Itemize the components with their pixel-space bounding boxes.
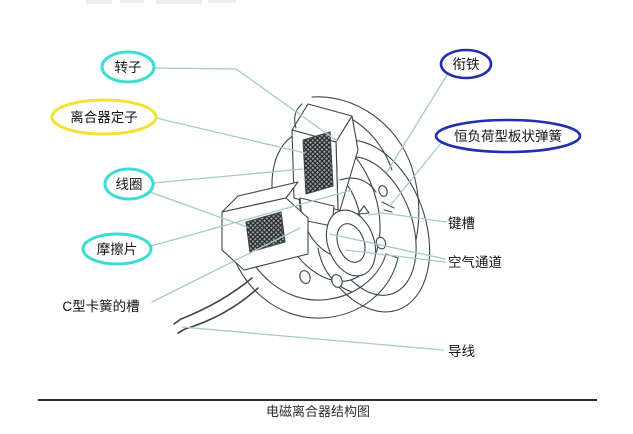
leader-clutch-stator [155, 117, 306, 154]
leader-lines [149, 67, 448, 351]
leader-coil-upper [152, 168, 304, 184]
leader-air-channel-b [345, 249, 446, 263]
label-friction-plate: 摩擦片 [97, 241, 138, 257]
keyway-notch [357, 205, 370, 215]
label-keyway: 键槽 [448, 216, 475, 231]
label-rotor: 转子 [115, 60, 142, 75]
armature-label-ellipse [439, 48, 493, 80]
rotor-rim-arc [311, 96, 420, 241]
plate-spring-label-ellipse [434, 118, 582, 154]
upper-coil-window [302, 131, 334, 195]
leader-keyway [368, 212, 447, 223]
armature-detail-arc [339, 177, 377, 193]
bolt-holes [299, 185, 388, 288]
leader-air-channel-a [329, 233, 446, 260]
armature-detail-arc-lower [317, 247, 353, 293]
leader-coil-lower [149, 191, 248, 228]
caption-text: 电磁离合器结构图 [266, 404, 370, 419]
friction-plate-label-ellipse [81, 232, 153, 266]
lead-wires [173, 277, 259, 334]
label-armature: 衔铁 [453, 57, 480, 72]
cropped-top-text-artifact [86, 0, 236, 4]
clutch-stator-label-ellipse [50, 98, 158, 136]
leader-lead-wire [181, 326, 444, 351]
label-c-ring-groove: C型卡簧的槽 [62, 299, 139, 314]
leader-armature [386, 74, 448, 173]
leaf-spring-tabs [381, 201, 395, 213]
front-flange-outer-arc [227, 239, 399, 319]
rotor-label-ellipse [100, 50, 156, 84]
label-plate-spring: 恒负荷型板状弹簧 [454, 129, 562, 144]
label-coil: 线圈 [116, 177, 143, 192]
leader-friction-plate [150, 189, 353, 247]
labels: 转子 离合器定子 线圈 摩擦片 C型卡簧的槽 衔铁 恒负荷型板状弹簧 键槽 空气… [50, 48, 582, 359]
label-clutch-stator: 离合器定子 [70, 109, 138, 125]
shaft-bore [336, 223, 366, 263]
leader-plate-spring [388, 141, 443, 208]
label-air-channel: 空气通道 [448, 255, 502, 270]
label-lead-wire: 导线 [448, 344, 475, 359]
leader-c-ring-groove [151, 227, 301, 303]
clutch-illustration [173, 96, 431, 334]
coil-label-ellipse [103, 167, 155, 201]
leader-rotor [153, 67, 338, 142]
lower-coil-window [245, 211, 286, 253]
upper-stator-cut-edge [294, 103, 303, 129]
